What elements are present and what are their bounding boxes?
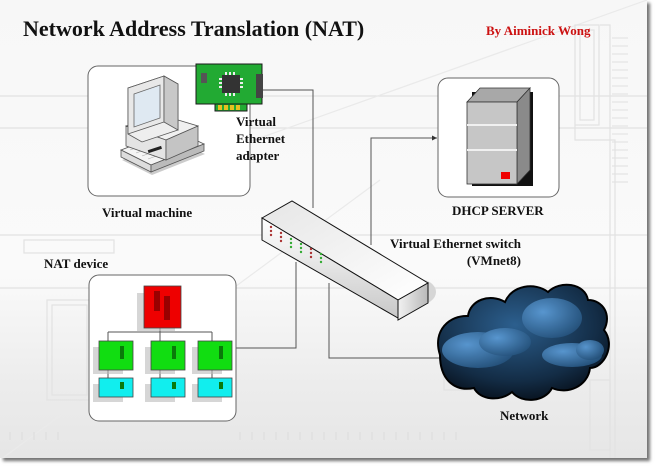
nat-device-node[interactable] [88,274,237,422]
adapter-label-line: adapter [236,148,280,163]
hierarchy-icon [93,285,233,402]
switch-label: Virtual Ethernet switch (VMnet8) [381,235,521,269]
network-label: Network [500,408,549,423]
connectors [236,89,440,359]
arrow-head-dhcp [432,135,437,141]
switch-label-line: (VMnet8) [466,253,521,268]
adapter-label: Virtual Ethernet adapter [236,113,306,164]
connector-switch-network [328,283,440,359]
nat-root-node [143,285,182,329]
author-credit: By Aiminick Wong [486,23,591,38]
virtual-machine-label: Virtual machine [102,205,193,220]
connector-switch-dhcp [370,137,437,245]
nat-level2-nodes [93,340,233,374]
nat-device-label: NAT device [44,256,109,271]
nat-level3-nodes [93,377,233,402]
connector-adapter-switch [262,89,314,208]
server-tower-icon [466,86,533,186]
dhcp-server-label: DHCP SERVER [452,203,544,218]
diagram-title: Network Address Translation (NAT) [23,16,365,41]
ethernet-switch-icon[interactable] [261,200,436,321]
adapter-label-line: Virtual [236,114,276,129]
server-led [501,172,510,179]
adapter-label-line: Ethernet [236,131,286,146]
diagram-frame: Network Address Translation (NAT) By Aim… [0,0,647,458]
dhcp-server-node[interactable] [437,77,560,198]
port-leds [269,225,323,264]
network-card-icon[interactable] [195,63,263,112]
desktop-computer-icon [120,75,206,175]
cloud-icon[interactable] [437,283,610,401]
connector-nat-switch [236,262,297,349]
switch-label-line: Virtual Ethernet switch [390,236,521,251]
